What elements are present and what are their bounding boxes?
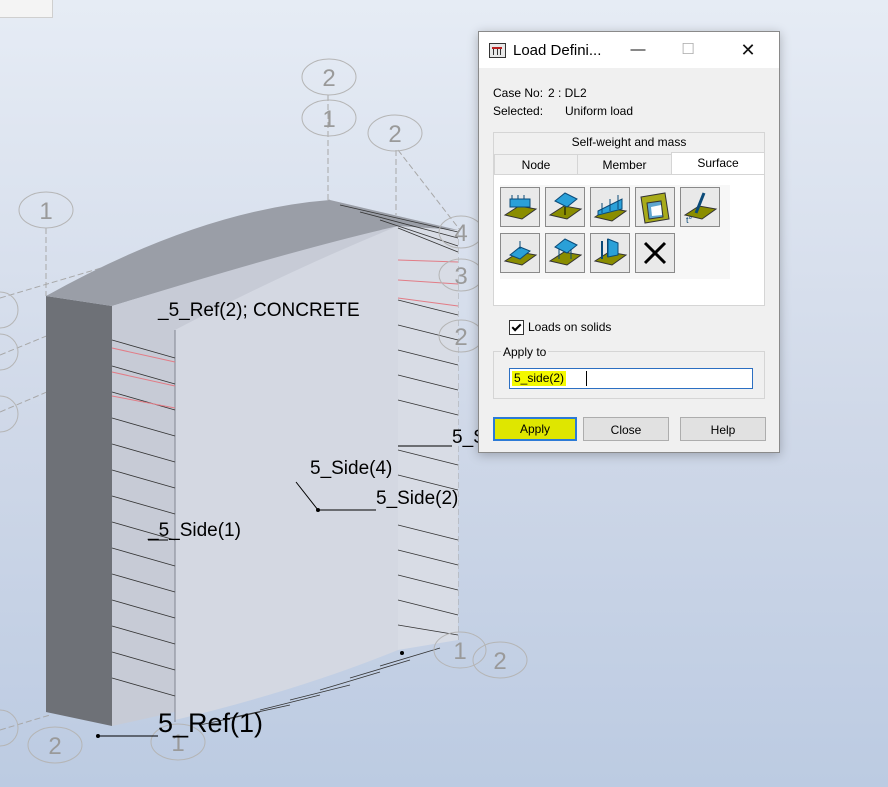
minimize-icon[interactable]: — <box>630 41 646 58</box>
hydrostatic-load-icon[interactable] <box>635 187 675 227</box>
help-button[interactable]: Help <box>680 417 766 441</box>
linear-load-on-edge-icon[interactable] <box>590 187 630 227</box>
apply-button[interactable]: Apply <box>493 417 577 441</box>
delete-load-icon[interactable] <box>635 233 675 273</box>
dialog-title: Load Defini... <box>513 42 602 59</box>
maximize-icon[interactable]: ☐ <box>681 41 695 58</box>
label-side4: 5_Side(4) <box>310 458 392 479</box>
grid-marker-label: 3 <box>454 263 467 290</box>
surface-tab-pane: t° <box>494 174 764 305</box>
apply-to-input[interactable]: 5_side(2) <box>509 368 753 389</box>
surface-load-by-3-points-icon[interactable]: t° <box>680 187 720 227</box>
solid-left-face <box>46 296 112 726</box>
solid-right-face <box>398 226 458 650</box>
load-definition-app-icon <box>489 43 506 58</box>
apply-to-label: Apply to <box>501 345 549 359</box>
grid-marker-label: 1 <box>322 106 335 133</box>
grid-marker-label: 2 <box>454 324 467 351</box>
apply-to-group: Apply to 5_side(2) <box>493 345 765 399</box>
grid-marker-label: 1 <box>39 198 52 225</box>
close-button[interactable]: Close <box>583 417 669 441</box>
load-type-group: Self-weight and mass Node Member Surface <box>493 132 765 306</box>
edge-load-icon[interactable] <box>590 233 630 273</box>
close-icon[interactable]: ✕ <box>740 40 756 60</box>
uniform-planar-load-icon[interactable] <box>500 187 540 227</box>
text-caret <box>586 371 587 386</box>
svg-text:t°: t° <box>686 215 693 225</box>
toolbar-fragment <box>0 0 53 18</box>
grid-marker-label: 2 <box>493 648 506 675</box>
load-definition-dialog: Load Defini... — ☐ ✕ Case No: 2 : DL2 Se… <box>478 31 780 453</box>
label-side-cut: 5_S <box>452 427 486 448</box>
tab-member[interactable]: Member <box>577 154 672 175</box>
load-hatch-lines <box>111 204 459 726</box>
selected-label: Selected: <box>493 104 544 118</box>
tab-node[interactable]: Node <box>494 154 578 175</box>
case-row: Case No: 2 : DL2 <box>493 86 587 100</box>
tab-surface[interactable]: Surface <box>671 152 765 175</box>
concentrated-load-icon[interactable] <box>545 233 585 273</box>
selected-load-lines <box>111 259 459 409</box>
grid-marker-label: 2 <box>48 733 61 760</box>
case-value: 2 : DL2 <box>548 86 587 100</box>
concrete-solid[interactable] <box>46 200 458 726</box>
case-label: Case No: <box>493 86 544 100</box>
selected-row: Selected: Uniform load <box>493 104 633 118</box>
label-ref2: _5_Ref(2); CONCRETE <box>157 300 360 321</box>
grid-marker-labels: 2 1 2 1 4 3 2 1 2 2 1 <box>39 65 506 760</box>
point-load-on-surface-icon[interactable] <box>545 187 585 227</box>
dialog-titlebar[interactable]: Load Defini... — ☐ ✕ <box>479 32 779 68</box>
section-self-weight[interactable]: Self-weight and mass <box>571 135 687 149</box>
label-side2: 5_Side(2) <box>376 488 458 509</box>
selected-value: Uniform load <box>565 104 634 118</box>
leader-dots <box>96 508 404 738</box>
load-type-tabs: Node Member Surface <box>494 152 765 175</box>
planar-load-on-contour-icon[interactable] <box>500 233 540 273</box>
grid-marker-label: 2 <box>322 65 335 92</box>
grid-marker-label: 1 <box>453 638 466 665</box>
solid-front-highlight <box>175 226 398 720</box>
grid-marker-label: 4 <box>454 220 467 247</box>
loads-on-solids-label[interactable]: Loads on solids <box>528 320 612 334</box>
grid-marker-label: 2 <box>388 121 401 148</box>
load-icon-toolbar: t° <box>500 185 730 279</box>
object-labels: _5_Ref(2); CONCRETE 5_Side(4) 5_Side(2) … <box>147 300 486 738</box>
solid-top-face <box>46 200 458 306</box>
grid-marker-label: 1 <box>171 730 184 757</box>
label-side1: _5_Side(1) <box>147 520 241 541</box>
loads-on-solids-checkbox[interactable] <box>509 320 524 335</box>
apply-to-value[interactable]: 5_side(2) <box>512 371 567 386</box>
label-ref1: 5_Ref(1) <box>158 708 263 738</box>
